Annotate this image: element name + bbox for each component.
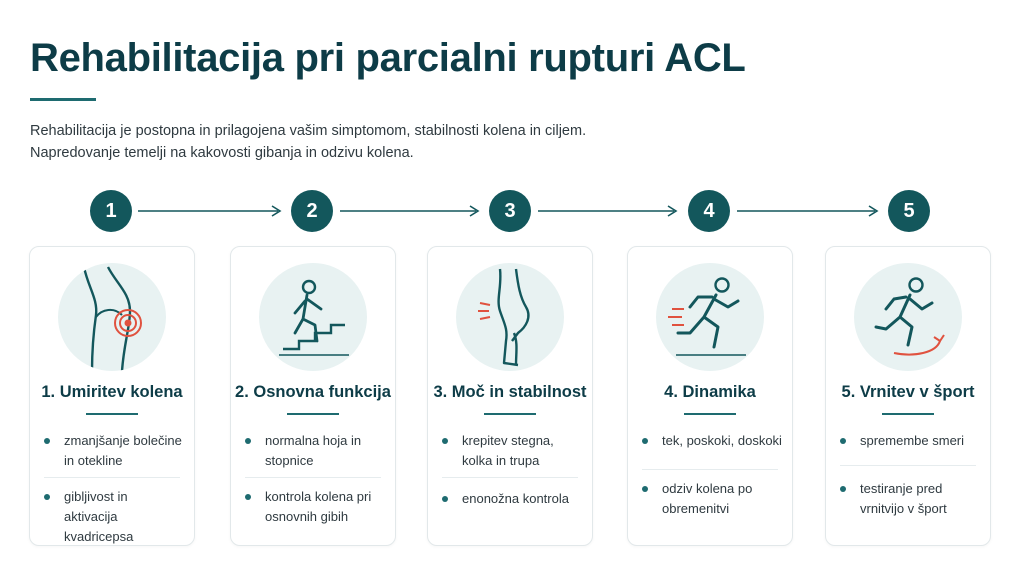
step-card-1: 1. Umiritev kolena zmanjšanje bolečine i… (29, 246, 195, 546)
title-underline (684, 413, 736, 415)
list-item: odziv kolena po obremenitvi (642, 479, 782, 519)
list-item: enonožna kontrola (442, 489, 582, 509)
title-underline (30, 98, 96, 101)
step-title: 2. Osnovna funkcija (235, 383, 391, 401)
divider (44, 477, 180, 478)
step-circle-5: 5 (888, 190, 930, 232)
step-card-5: 5. Vrnitev v šport spremembe smeri testi… (825, 246, 991, 546)
list-item: normalna hoja in stopnice (245, 431, 385, 471)
title-underline (86, 413, 138, 415)
step-circle-3: 3 (489, 190, 531, 232)
step-title: 4. Dinamika (664, 383, 756, 401)
bullet-dot (442, 496, 448, 502)
bullet-dot (245, 438, 251, 444)
list-item: zmanjšanje bolečine in otekline (44, 431, 184, 471)
running-icon (656, 263, 764, 371)
bullet-dot (840, 486, 846, 492)
stairs-walking-icon (259, 263, 367, 371)
title-underline (882, 413, 934, 415)
bullet-dot (840, 438, 846, 444)
arrow-2-3 (340, 205, 480, 217)
intro-text: Rehabilitacija je postopna in prilagojen… (30, 123, 587, 161)
step-title: 5. Vrnitev v šport (841, 383, 975, 401)
divider (245, 477, 381, 478)
step-title: 1. Umiritev kolena (41, 383, 183, 401)
step-title: 3. Moč in stabilnost (433, 383, 587, 401)
step-card-3: 3. Moč in stabilnost krepitev stegna, ko… (427, 246, 593, 546)
sport-return-icon (854, 263, 962, 371)
bullet-dot (442, 438, 448, 444)
list-item: gibljivost in aktivacija kvadricepsa (44, 487, 184, 547)
bullet-dot (245, 494, 251, 500)
step-circle-4: 4 (688, 190, 730, 232)
knee-pain-icon (58, 263, 166, 371)
list-item: testiranje pred vrnitvijo v šport (840, 479, 980, 519)
list-item: spremembe smeri (840, 431, 980, 451)
arrow-1-2 (138, 205, 282, 217)
arrow-4-5 (737, 205, 879, 217)
list-item: kontrola kolena pri osnovnih gibih (245, 487, 385, 527)
bullet-dot (642, 438, 648, 444)
divider (442, 477, 578, 478)
list-item: krepitev stegna, kolka in trupa (442, 431, 582, 471)
leg-strength-icon (456, 263, 564, 371)
bullet-dot (44, 438, 50, 444)
step-circle-1: 1 (90, 190, 132, 232)
title-underline (287, 413, 339, 415)
divider (840, 465, 976, 466)
bullet-dot (642, 486, 648, 492)
page-title: Rehabilitacija pri parcialni rupturi ACL (30, 36, 746, 80)
arrow-3-4 (538, 205, 678, 217)
step-circle-2: 2 (291, 190, 333, 232)
step-card-4: 4. Dinamika tek, poskoki, doskoki odziv … (627, 246, 793, 546)
divider (642, 469, 778, 470)
step-card-2: 2. Osnovna funkcija normalna hoja in sto… (230, 246, 396, 546)
bullet-dot (44, 494, 50, 500)
title-underline (484, 413, 536, 415)
list-item: tek, poskoki, doskoki (642, 431, 782, 451)
